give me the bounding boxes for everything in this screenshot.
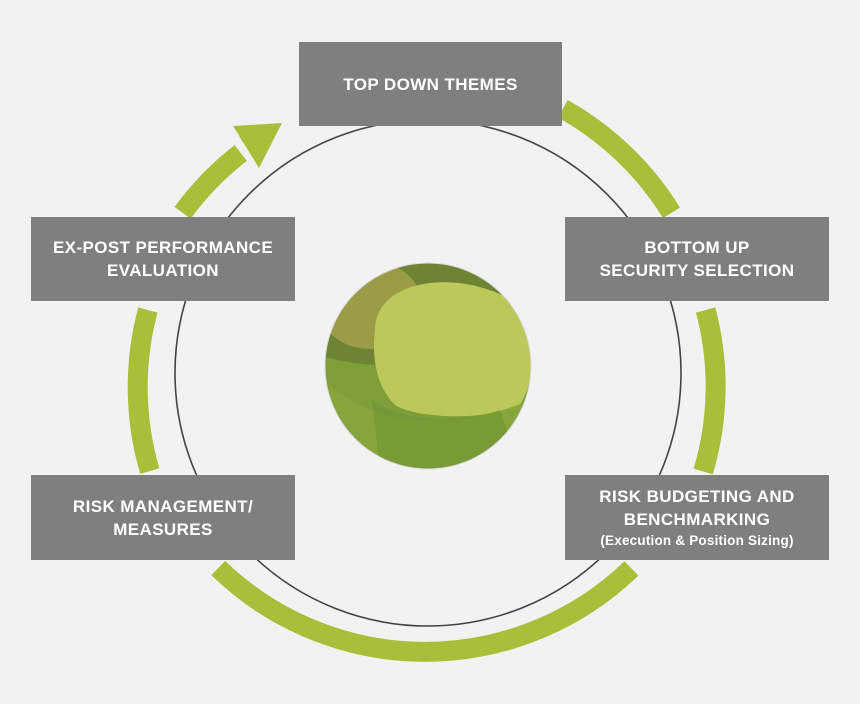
stage-risk-budgeting-line1: RISK BUDGETING AND [599, 487, 795, 506]
stage-ex-post-line2: EVALUATION [107, 261, 219, 280]
stage-ex-post-performance-evaluation: EX-POST PERFORMANCE EVALUATION [31, 217, 295, 301]
stage-bottom-up-security-selection: BOTTOM UP SECURITY SELECTION [565, 217, 829, 301]
cycle-arrow-segment-top-left [174, 145, 248, 219]
stage-risk-budgeting-line2: BENCHMARKING [623, 510, 771, 529]
stage-risk-management-line2: MEASURES [113, 519, 213, 539]
stage-bottom-up-line1: BOTTOM UP [644, 238, 750, 257]
stage-risk-budgeting-benchmarking: RISK BUDGETING AND BENCHMARKING (Executi… [565, 475, 829, 560]
stage-top-down-line1: TOP DOWN THEMES [343, 74, 518, 94]
stage-ex-post-line1: EX-POST PERFORMANCE [52, 238, 274, 257]
stage-risk-management-line1: RISK MANAGEMENT/ [72, 496, 254, 516]
cycle-arrow-segment-left [127, 307, 160, 474]
cycle-arrow-segment-bottom [211, 560, 639, 662]
stage-risk-management-measures: RISK MANAGEMENT/ MEASURES [31, 475, 295, 560]
cycle-arrow [127, 100, 726, 662]
center-logo-icon [325, 263, 531, 469]
stage-risk-budgeting-subtitle: (Execution & Position Sizing) [600, 533, 794, 548]
stage-top-down-themes: TOP DOWN THEMES [299, 42, 562, 126]
cycle-arrow-segment-top-right [557, 100, 680, 219]
cycle-arrow-segment-right [693, 307, 726, 475]
stage-bottom-up-line2: SECURITY SELECTION [599, 261, 795, 280]
cycle-arrow-head-icon [233, 123, 282, 168]
